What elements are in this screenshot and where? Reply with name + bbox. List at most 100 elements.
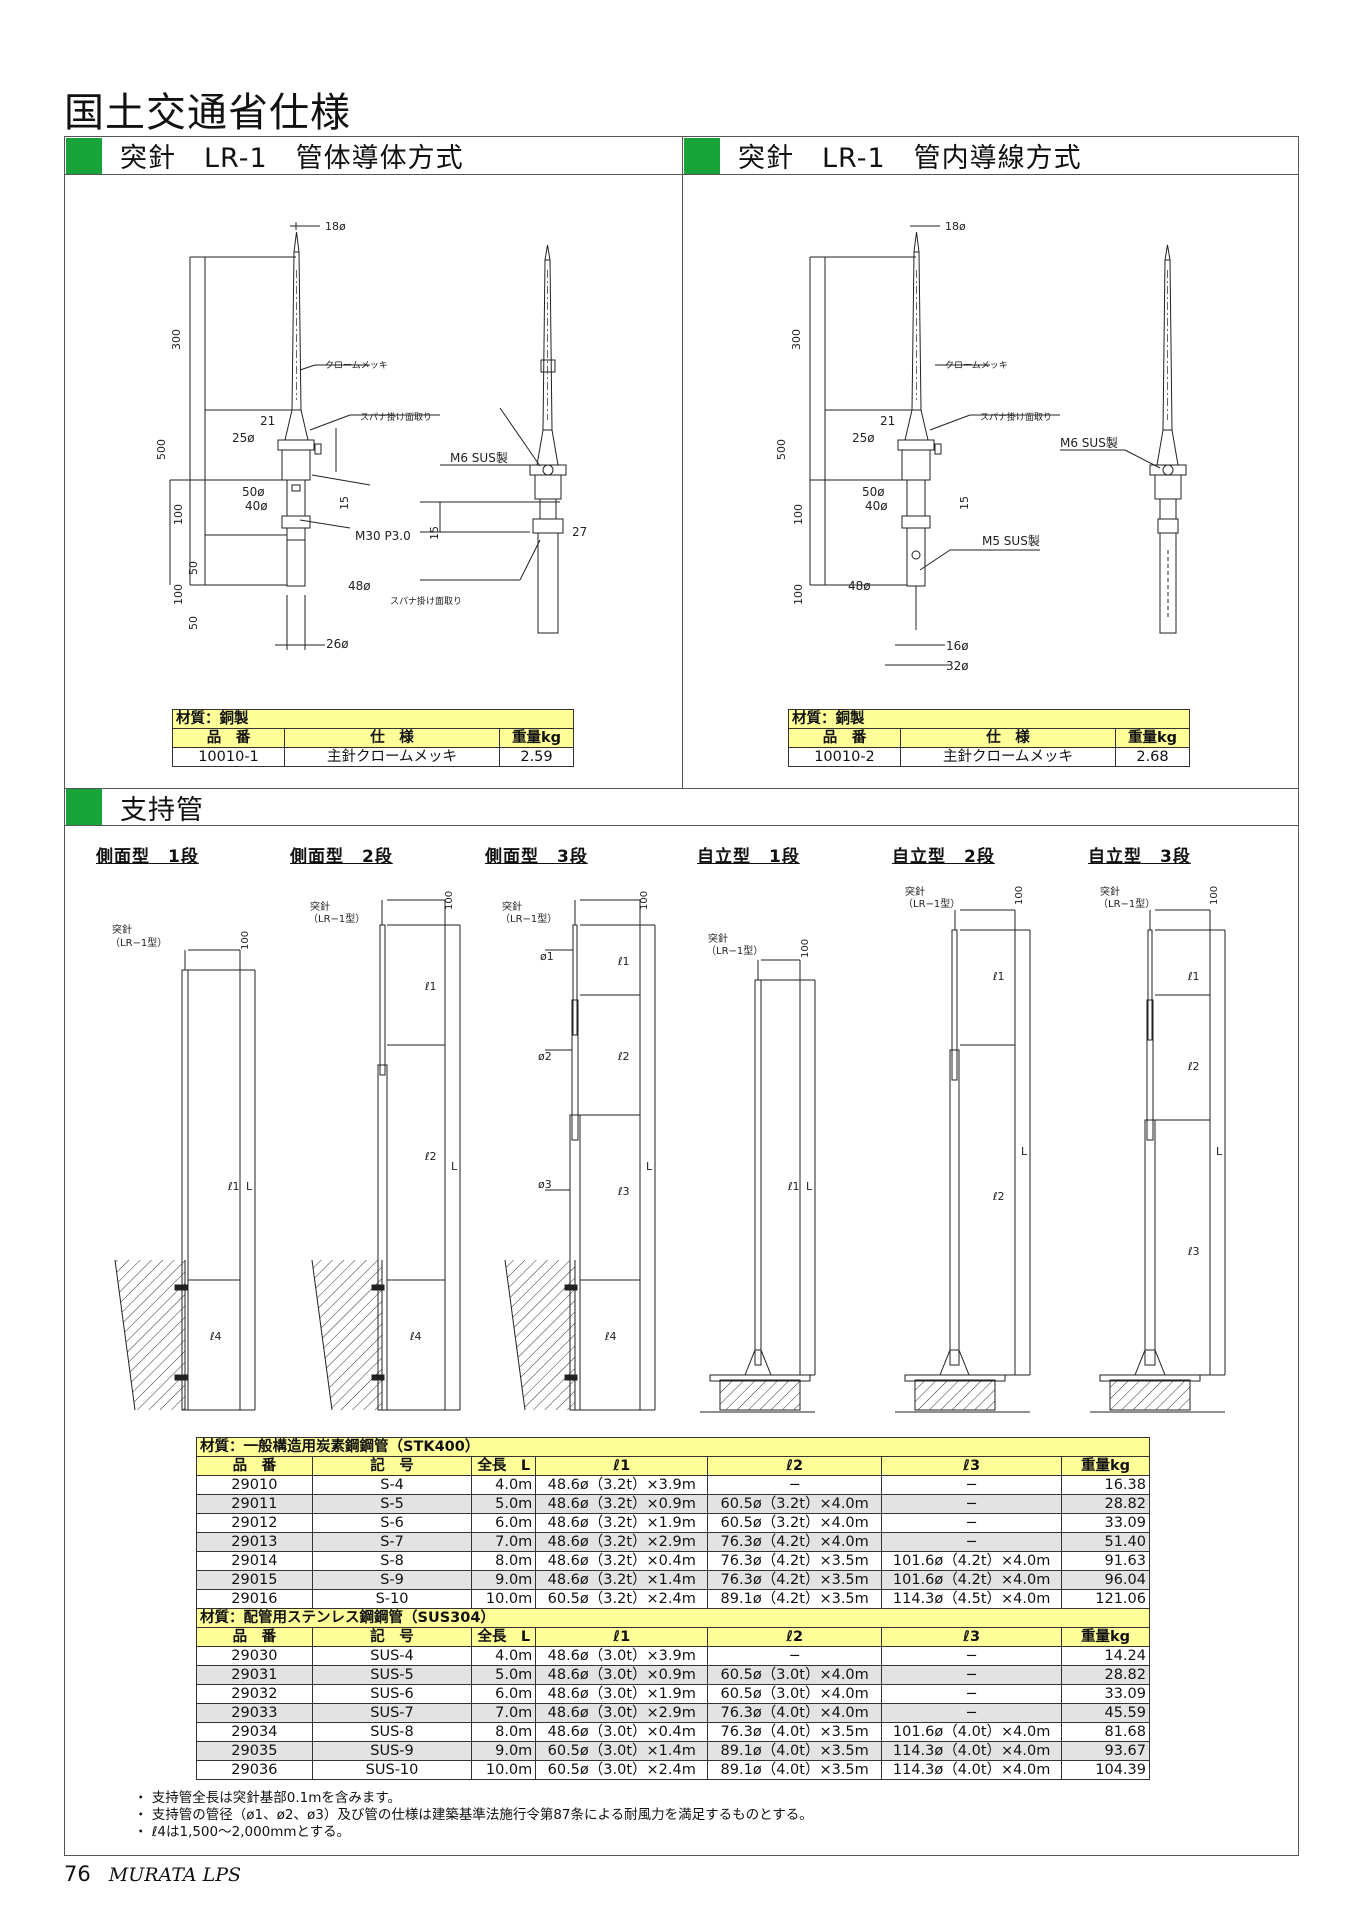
material: 材質：一般構造用炭素鋼鋼管（STK400） [196, 1437, 1150, 1457]
cell: − [881, 1665, 1063, 1685]
note-2: ・ 支持管の管径（ø1、ø2、ø3）及び管の仕様は建築基準法施行令第87条による… [134, 1807, 813, 1823]
dim-l2: ℓ2 [1187, 1060, 1200, 1073]
cell: 104.39 [1061, 1760, 1150, 1780]
cell: S-10 [311, 1589, 473, 1609]
dim-50: 50 [187, 561, 200, 575]
cell: 89.1ø（4.2t）×3.5m [707, 1589, 883, 1609]
cell: 101.6ø（4.0t）×4.0m [881, 1722, 1063, 1742]
dim-40phi: 40ø [865, 499, 888, 513]
cell: 89.1ø（4.0t）×3.5m [707, 1741, 883, 1761]
cell: 48.6ø（3.2t）×0.4m [535, 1551, 709, 1571]
dim-l1: ℓ1 [227, 1180, 240, 1193]
cell: 29014 [196, 1551, 313, 1571]
cell: 60.5ø（3.0t）×4.0m [707, 1665, 883, 1685]
dim-l1: ℓ1 [1187, 970, 1200, 983]
cell: − [881, 1513, 1063, 1533]
dim-18: 18ø [325, 220, 346, 233]
cell: 29015 [196, 1570, 313, 1590]
drawing-lr1-inner-wire: 18ø 300 500 100 100 21 25ø 50ø 40ø 15 48… [775, 220, 1060, 670]
dim-100: 100 [639, 891, 650, 910]
dim-50phi: 50ø [242, 485, 265, 499]
type-free-1: 自立型 1段 [697, 847, 800, 867]
type-free-2: 自立型 2段 [892, 847, 995, 867]
cell: 76.3ø（4.2t）×3.5m [707, 1570, 883, 1590]
dim-21: 21 [880, 414, 895, 428]
cell: 101.6ø（4.2t）×4.0m [881, 1551, 1063, 1571]
label-tosshin: 突針 [112, 923, 132, 936]
dim-50phi: 50ø [862, 485, 885, 499]
cell: 76.3ø（4.0t）×4.0m [707, 1703, 883, 1723]
dim-l4: ℓ4 [604, 1330, 617, 1343]
cell: − [881, 1684, 1063, 1704]
material: 材質：銅製 [172, 709, 574, 729]
cell: S-4 [311, 1475, 473, 1495]
support-pipe-drawings: 突針 （LR−1型） 100 ℓ1 L ℓ4 突針 （LR−1型） 100 ℓ1… [110, 885, 1226, 1413]
cell: SUS-5 [311, 1665, 473, 1685]
cell: 96.04 [1061, 1570, 1150, 1590]
cell: 48.6ø（3.0t）×2.9m [535, 1703, 709, 1723]
dim-40phi: 40ø [245, 499, 268, 513]
cell: − [881, 1703, 1063, 1723]
cell: 60.5ø（3.0t）×1.4m [535, 1741, 709, 1761]
dim-l4: ℓ4 [209, 1330, 222, 1343]
dim-26: 26ø [326, 637, 349, 651]
dim-15: 15 [958, 496, 971, 510]
label-lr1: （LR−1型） [903, 897, 960, 910]
cell: − [707, 1646, 883, 1666]
section-title-right: 突針 LR-1 管内導線方式 [738, 143, 1082, 174]
dim-100: 100 [172, 504, 185, 525]
label-phi3: ø3 [538, 1178, 552, 1191]
cell: 28.82 [1061, 1665, 1150, 1685]
cell: 93.67 [1061, 1741, 1150, 1761]
dim-L: L [646, 1160, 653, 1173]
type-side-3: 側面型 3段 [485, 847, 588, 867]
dim-l3: ℓ3 [617, 1185, 630, 1198]
drawing-lr1-inner-side: M6 SUS製 [1060, 244, 1187, 634]
type-side-2: 側面型 2段 [290, 847, 393, 867]
cell: 7.0m [471, 1703, 537, 1723]
col-header: 全長 L [471, 1627, 537, 1647]
cell: 60.5ø（3.2t）×4.0m [707, 1494, 883, 1514]
cell: 7.0m [471, 1532, 537, 1552]
col-header: 記 号 [311, 1627, 473, 1647]
col-header: 重量kg [1061, 1627, 1150, 1647]
cell: 29032 [196, 1684, 313, 1704]
cell: SUS-4 [311, 1646, 473, 1666]
material: 材質：銅製 [788, 709, 1190, 729]
cell: 76.3ø（4.0t）×3.5m [707, 1722, 883, 1742]
dim-100b: 100 [172, 584, 185, 605]
note-1: ・ 支持管全長は突針基部0.1mを含みます。 [134, 1790, 402, 1806]
section-marker [66, 789, 102, 825]
cell: 16.38 [1061, 1475, 1150, 1495]
cell: 5.0m [471, 1665, 537, 1685]
cell: 8.0m [471, 1551, 537, 1571]
col-header: 重量kg [499, 728, 574, 748]
label-m30: M30 P3.0 [355, 529, 411, 543]
label-lr1: （LR−1型） [110, 936, 167, 949]
cell: 45.59 [1061, 1703, 1150, 1723]
note-3: ・ ℓ4は1,500〜2,000mmとする。 [134, 1824, 351, 1840]
label-tosshin: 突針 [905, 885, 925, 898]
page-title: 国土交通省仕様 [64, 90, 351, 136]
col-header: ℓ3 [881, 1627, 1063, 1647]
dim-18: 18ø [945, 220, 966, 233]
cell: 48.6ø（3.0t）×0.4m [535, 1722, 709, 1742]
cell: 48.6ø（3.0t）×0.9m [535, 1665, 709, 1685]
cell: 29010 [196, 1475, 313, 1495]
table-lr1-inner: 材質：銅製 品 番 仕 様 重量kg 10010-2 主針クロームメッキ 2.6… [788, 709, 1190, 767]
col-header: 品 番 [172, 728, 285, 748]
cell: S-9 [311, 1570, 473, 1590]
cell: 60.5ø（3.0t）×4.0m [707, 1684, 883, 1704]
notes: ・ 支持管全長は突針基部0.1mを含みます。 ・ 支持管の管径（ø1、ø2、ø3… [134, 1790, 813, 1841]
dim-48: 48ø [348, 579, 371, 593]
cell: 9.0m [471, 1741, 537, 1761]
dim-15b: 15 [428, 526, 441, 540]
cell: 51.40 [1061, 1532, 1150, 1552]
